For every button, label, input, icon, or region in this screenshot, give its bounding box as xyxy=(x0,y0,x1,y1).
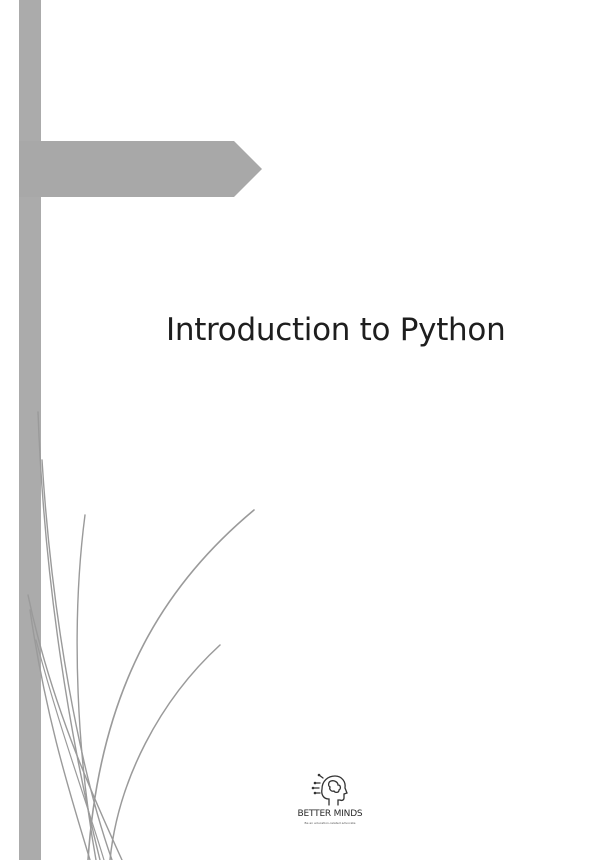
better-minds-logo: BETTER MINDS Be an education-related adv… xyxy=(280,772,380,828)
document-title: Introduction to Python xyxy=(166,312,506,348)
brain-head-icon xyxy=(311,773,348,806)
logo-tagline: Be an education-related advocate xyxy=(304,821,356,825)
arrow-banner-decoration xyxy=(19,141,262,197)
grass-blades-decoration xyxy=(27,411,255,860)
logo-wordmark: BETTER MINDS xyxy=(297,809,363,819)
